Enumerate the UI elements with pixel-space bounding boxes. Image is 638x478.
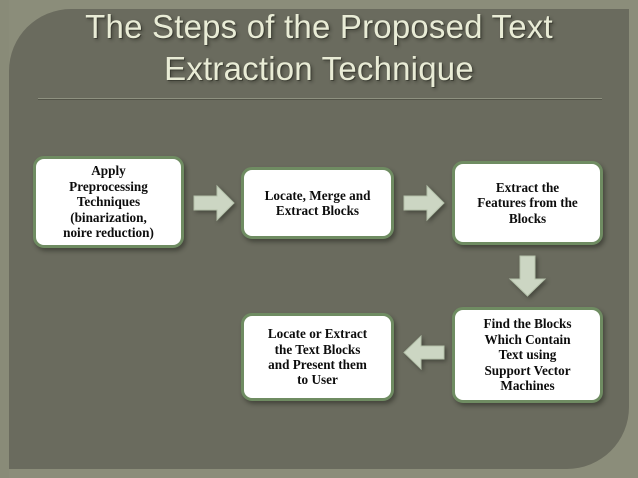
process-step-1-label: Apply Preprocessing Techniques (binariza… [63,163,154,241]
slide-left-edge-strip [0,0,9,478]
process-step-4-box[interactable]: Find the Blocks Which Contain Text using… [452,307,603,403]
process-step-3-box[interactable]: Extract the Features from the Blocks [452,161,603,245]
arrow-right-icon [403,184,445,222]
page-title-line-1: The Steps of the Proposed Text [85,8,553,45]
title-divider [38,98,602,99]
process-step-4-label: Find the Blocks Which Contain Text using… [483,316,572,394]
arrow-right-icon [193,184,235,222]
process-step-5-label: Locate or Extract the Text Blocks and Pr… [267,326,368,388]
process-step-2-box[interactable]: Locate, Merge and Extract Blocks [241,167,394,239]
process-step-3-label: Extract the Features from the Blocks [477,179,578,226]
page-title-line-2: Extraction Technique [164,50,474,87]
arrow-left-icon [403,334,445,371]
process-step-2-label: Locate, Merge and Extract Blocks [264,187,371,218]
process-step-5-box[interactable]: Locate or Extract the Text Blocks and Pr… [241,313,394,401]
page-title: The Steps of the Proposed Text Extractio… [9,6,629,90]
arrow-down-icon [508,255,547,297]
process-step-1-box[interactable]: Apply Preprocessing Techniques (binariza… [33,156,184,248]
